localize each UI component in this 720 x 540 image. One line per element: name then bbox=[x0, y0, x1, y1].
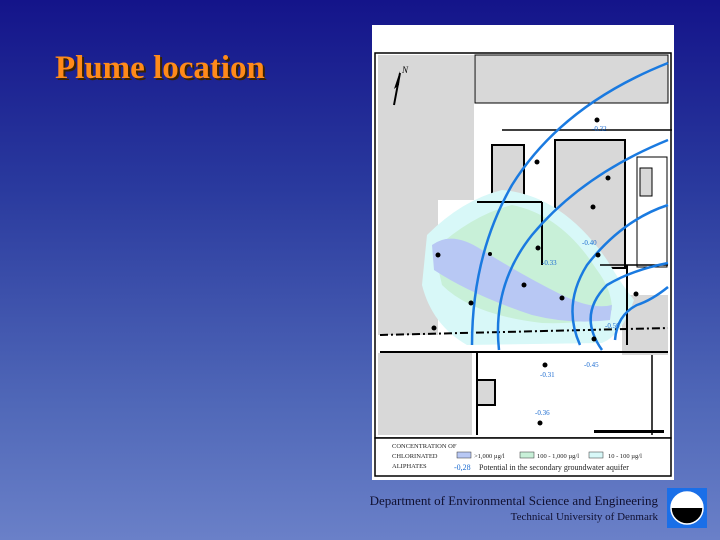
university-name: Technical University of Denmark bbox=[510, 511, 658, 523]
contour-label: -0.40 bbox=[582, 239, 597, 247]
plume-map: N -0.40 -0.50 -0.45 -0.31 -0.36 -0.32 -0… bbox=[372, 25, 674, 480]
north-label: N bbox=[401, 65, 409, 75]
footer: Department of Environmental Science and … bbox=[370, 493, 658, 523]
contour-label: -0.33 bbox=[542, 259, 557, 267]
contour-label: -0.50 bbox=[605, 322, 620, 330]
contour-label: -0.32 bbox=[592, 125, 607, 133]
slide-title: Plume location bbox=[55, 50, 265, 86]
legend-potential-text: Potential in the secondary groundwater a… bbox=[479, 463, 629, 472]
legend-heading: CHLORINATED bbox=[392, 453, 438, 460]
legend-range: 100 - 1,000 µg/l bbox=[537, 453, 579, 460]
north-arrow-icon: N bbox=[393, 65, 409, 106]
legend-range: >1,000 µg/l bbox=[474, 453, 505, 460]
plume-map-figure: N -0.40 -0.50 -0.45 -0.31 -0.36 -0.32 -0… bbox=[374, 52, 672, 477]
legend-potential-value: -0,28 bbox=[454, 463, 471, 472]
scale-bar bbox=[594, 430, 664, 433]
legend-range: 10 - 100 µg/l bbox=[608, 453, 642, 460]
contour-label: -0.45 bbox=[584, 361, 599, 369]
dtu-logo-icon bbox=[667, 488, 707, 528]
contour-label: -0.31 bbox=[540, 371, 555, 379]
contour-label: -0.36 bbox=[535, 409, 550, 417]
department-name: Department of Environmental Science and … bbox=[369, 493, 658, 508]
legend-heading: ALIPHATES bbox=[392, 463, 427, 470]
legend-heading: CONCENTRATION OF bbox=[392, 443, 457, 450]
